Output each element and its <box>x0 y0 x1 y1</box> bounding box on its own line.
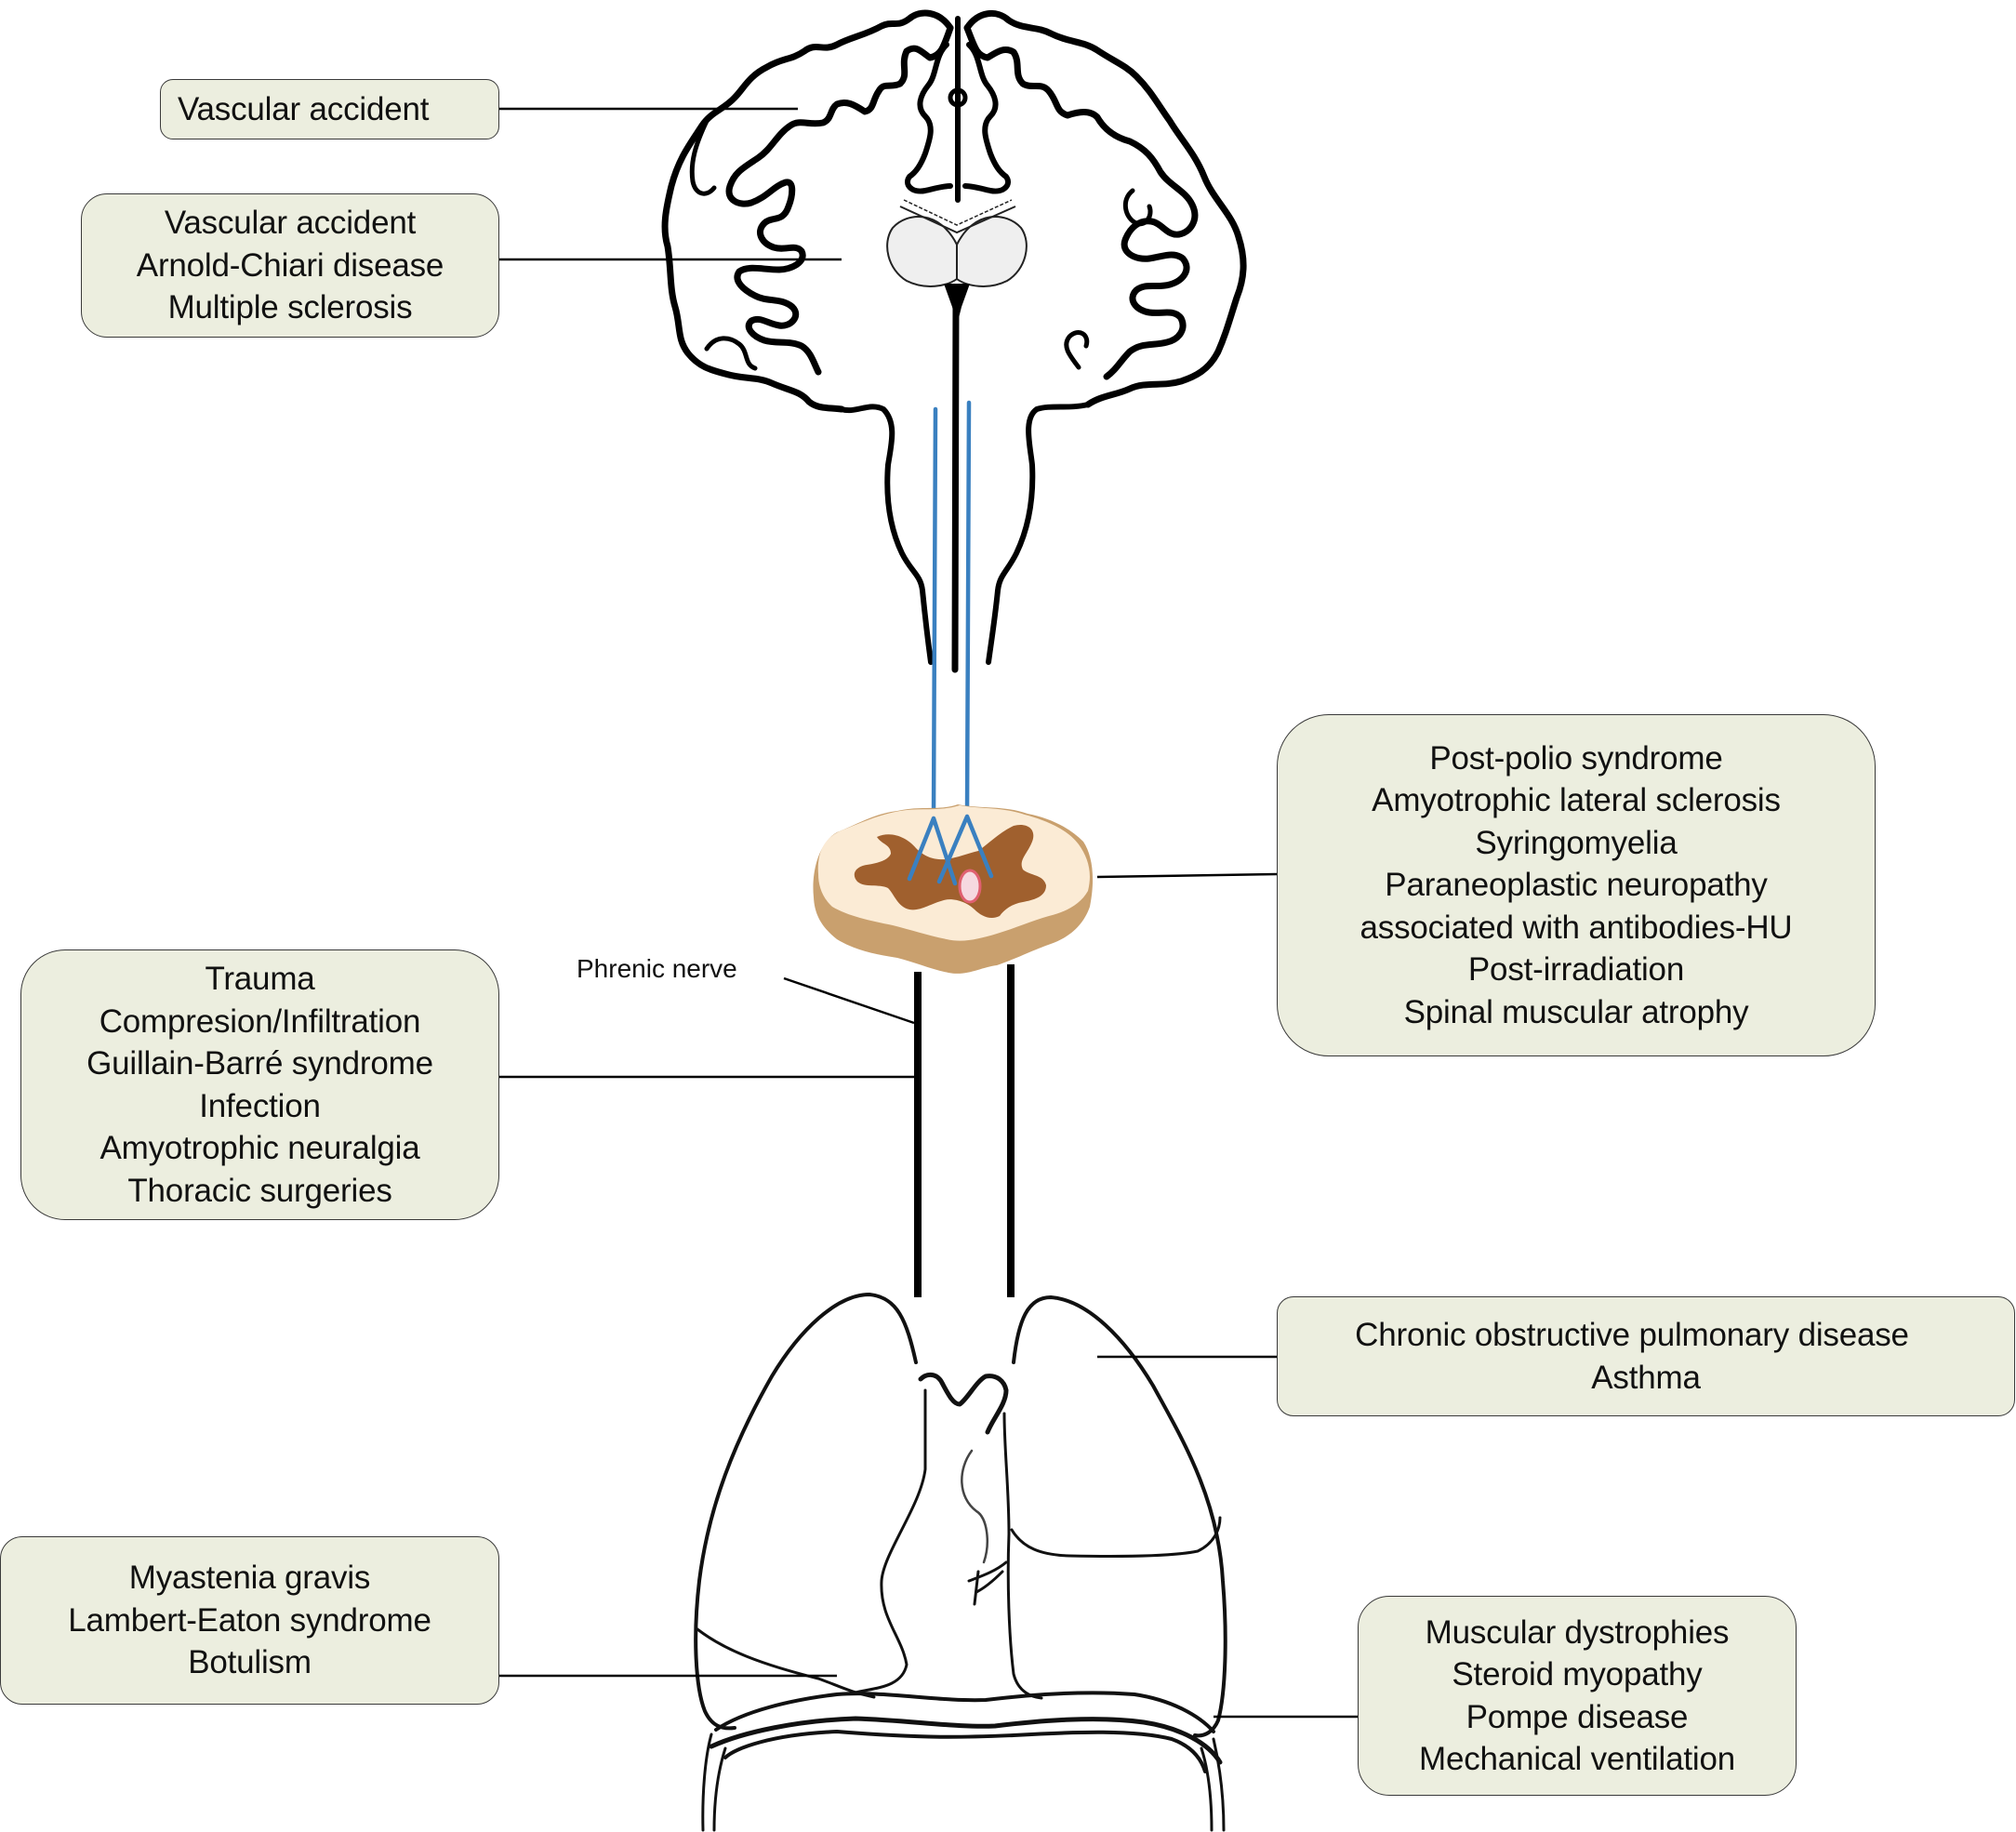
connector-spinal-cord <box>1096 872 1278 879</box>
neuromuscular-junction-causes-box: Myastenia gravis Lambert-Eaton syndrome … <box>0 1536 499 1705</box>
nmj-cause: Myastenia gravis <box>128 1560 371 1597</box>
phrenic-nerve-causes-box: Trauma Compresion/Infiltration Guillain-… <box>20 949 499 1220</box>
phrenic-nerve-cause: Guillain-Barré syndrome <box>86 1045 433 1082</box>
rib-cage-left <box>701 1732 727 1832</box>
lung-cause: Asthma <box>1591 1359 1701 1396</box>
brain-coronal-section <box>661 9 1247 673</box>
right-lung-outline <box>694 1293 918 1731</box>
thorax <box>694 1293 1227 1832</box>
diaphragm-lower <box>709 1716 1223 1765</box>
spinal-cord-cause: Syringomyelia <box>1475 824 1678 861</box>
phrenic-nerve-cause: Amyotrophic neuralgia <box>99 1130 420 1166</box>
phrenic-nerve-label: Phrenic nerve <box>577 954 737 983</box>
muscle-cause: Mechanical ventilation <box>1419 1741 1735 1777</box>
brainstem-midline <box>951 294 960 673</box>
spinal-cord-cause: Spinal muscular atrophy <box>1403 993 1749 1030</box>
lesion-syrinx <box>958 869 982 904</box>
spinal-cord-cause: Post-irradiation <box>1467 951 1685 989</box>
subcortical-cause: Multiple sclerosis <box>167 289 413 326</box>
diaphragm-muscle-arc <box>723 1730 1207 1773</box>
tract-terminals <box>907 814 994 886</box>
right-insula-detail <box>1122 188 1153 227</box>
phrenic-nerve-cause: Thoracic surgeries <box>127 1172 392 1209</box>
left-hemisphere-outline <box>661 9 954 413</box>
spinal-cord-cause: Paraneoplastic neuropathy <box>1385 867 1768 904</box>
brainstem-right-outline <box>986 402 1091 665</box>
right-temporal-detail <box>1064 330 1090 370</box>
left-gyri <box>725 24 954 376</box>
left-lung-outline <box>1012 1295 1227 1738</box>
left-lung-fissure <box>1010 1516 1222 1558</box>
cortex-causes-box: Vascular accident <box>160 79 499 139</box>
right-gyri <box>963 24 1199 380</box>
lung-causes-box: Chronic obstructive pulmonary disease As… <box>1277 1296 2015 1416</box>
muscle-causes-box: Muscular dystrophies Steroid myopathy Po… <box>1358 1596 1797 1796</box>
spinal-cord-cause: associated with antibodies-HU <box>1359 909 1793 946</box>
phrenic-nerve-cause: Infection <box>199 1087 321 1124</box>
subcortical-cause: Vascular accident <box>164 205 417 242</box>
cortex-cause: Vascular accident <box>178 90 430 127</box>
nmj-cause: Lambert-Eaton syndrome <box>68 1601 431 1639</box>
heart-outline <box>854 1388 927 1694</box>
phrenic-nerve-cause: Compresion/Infiltration <box>99 1002 421 1040</box>
muscle-cause: Steroid myopathy <box>1452 1656 1703 1693</box>
rib-cage-right <box>1200 1737 1226 1832</box>
right-hemisphere-outline <box>963 10 1247 408</box>
mediastinum-right <box>1002 1412 1043 1700</box>
subcortical-causes-box: Vascular accident Arnold-Chiari disease … <box>81 193 499 338</box>
muscle-cause: Pompe disease <box>1466 1698 1689 1735</box>
spinal-cord-cause: Post-polio syndrome <box>1429 739 1723 777</box>
spinal-cord-cause: Amyotrophic lateral sclerosis <box>1372 782 1781 819</box>
bronchi <box>967 1560 1008 1606</box>
left-temporal-gyri <box>704 336 758 371</box>
phrenic-nerve-cause: Trauma <box>205 961 315 997</box>
brainstem-left-outline <box>839 404 934 665</box>
right-ventricle-wall <box>962 42 1011 194</box>
left-ventricle-wall <box>905 42 953 194</box>
right-lung-lower-lobe <box>696 1627 876 1699</box>
spinal-cord-section <box>813 804 1094 974</box>
aortic-arch <box>961 1449 988 1564</box>
connector-phrenic-label <box>783 976 915 1025</box>
thalamus <box>886 199 1028 325</box>
left-inner-contour <box>689 118 717 196</box>
septum-node <box>948 87 968 108</box>
lung-cause: Chronic obstructive pulmonary disease <box>1355 1317 1909 1353</box>
trachea <box>918 1372 1009 1435</box>
muscle-cause: Muscular dystrophies <box>1425 1613 1730 1651</box>
diaphragm-upper <box>714 1691 1215 1733</box>
phrenic-nerves <box>914 964 1015 1297</box>
nmj-cause: Botulism <box>188 1644 312 1681</box>
subcortical-cause: Arnold-Chiari disease <box>136 246 444 284</box>
connector-lines <box>499 107 1358 1719</box>
spinal-cord-causes-box: Post-polio syndrome Amyotrophic lateral … <box>1277 714 1876 1056</box>
